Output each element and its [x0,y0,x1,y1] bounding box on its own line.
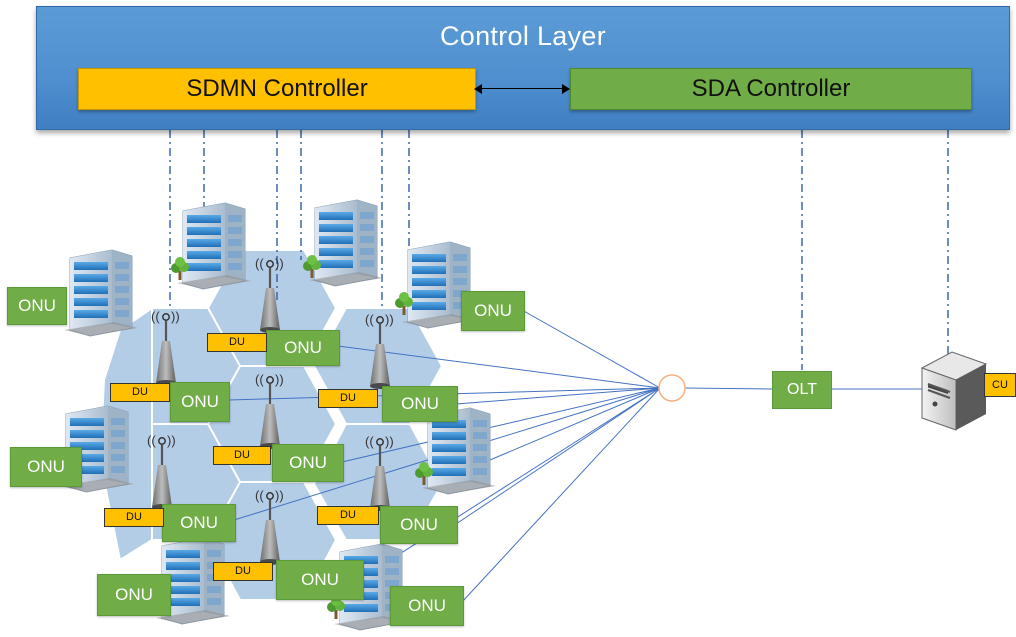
sda-controller: SDA Controller [570,68,972,110]
olt-label: OLT [772,371,832,409]
onu-label: ONU [170,382,230,422]
onu-label: ONU [7,287,67,325]
du-label: DU [110,383,170,402]
building-icon [308,199,384,287]
arrow-left-icon [474,84,482,94]
onu-label: ONU [380,506,458,544]
onu-label: ONU [382,386,458,422]
onu-label: ONU [10,447,82,487]
controller-link-line [480,88,564,89]
fiber-links [227,309,922,603]
onu-label: ONU [272,444,344,482]
control-layer-title: Control Layer [440,21,606,51]
onu-label: ONU [162,504,236,542]
du-label: DU [104,508,164,527]
onu-label: ONU [461,291,525,331]
du-label: DU [207,333,267,352]
cu-label: CU [984,373,1016,397]
building-icon [176,202,252,290]
building-icon [63,249,139,337]
onu-label: ONU [97,574,171,616]
onu-label: ONU [390,586,464,626]
sdmn-controller: SDMN Controller [78,68,476,110]
du-label: DU [213,446,271,465]
arrow-right-icon [562,84,570,94]
du-label: DU [317,506,379,525]
du-label: DU [213,562,273,581]
onu-label: ONU [266,330,340,366]
onu-label: ONU [276,560,364,600]
splitter-icon [658,374,686,402]
du-label: DU [318,389,378,408]
server-icon [920,351,988,431]
